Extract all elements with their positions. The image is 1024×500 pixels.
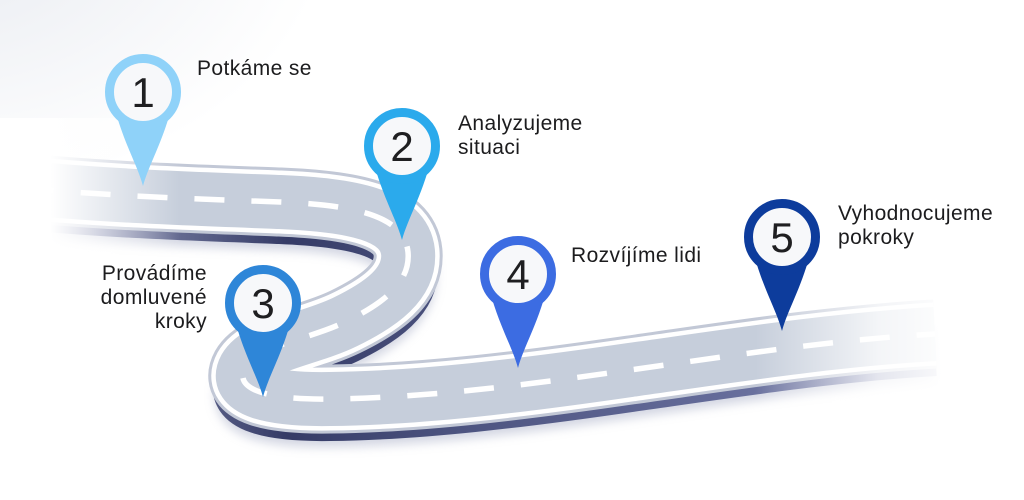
pin-step-5: 5 [732, 195, 832, 335]
step-label-line: Provádíme [101, 262, 207, 285]
pin-circle [105, 54, 181, 130]
pin-number: 3 [251, 280, 274, 327]
step-label-1: Potkáme se [197, 57, 312, 81]
step-label-line: situaci [458, 136, 521, 159]
pin-circle [744, 199, 820, 275]
pin-step-4: 4 [468, 232, 568, 372]
pin-step-1: 1 [93, 50, 193, 190]
pin-number: 4 [506, 251, 529, 298]
step-label-4: Rozvíjíme lidi [571, 244, 701, 268]
step-label-line: Analyzujeme [458, 112, 583, 135]
step-label-line: kroky [154, 310, 207, 333]
step-label-3: Provádíme domluvené kroky [30, 262, 207, 334]
step-label-5: Vyhodnocujeme pokroky [838, 202, 993, 250]
pin-circle [480, 236, 556, 312]
step-label-line: Vyhodnocujeme [838, 202, 994, 225]
road-right-fade [755, 275, 1024, 485]
pin-circle [364, 108, 440, 184]
pin-number: 1 [131, 69, 154, 116]
pin-step-2: 2 [352, 104, 452, 244]
step-label-line: domluvené [100, 286, 207, 309]
pin-number: 2 [390, 123, 413, 170]
step-label-line: Rozvíjíme lidi [571, 244, 702, 267]
step-label-line: pokroky [838, 226, 915, 249]
step-label-2: Analyzujeme situaci [458, 112, 583, 160]
pin-step-3: 3 [213, 261, 313, 401]
step-label-line: Potkáme se [197, 57, 312, 80]
pin-number: 5 [770, 214, 793, 261]
pin-circle [225, 265, 301, 341]
